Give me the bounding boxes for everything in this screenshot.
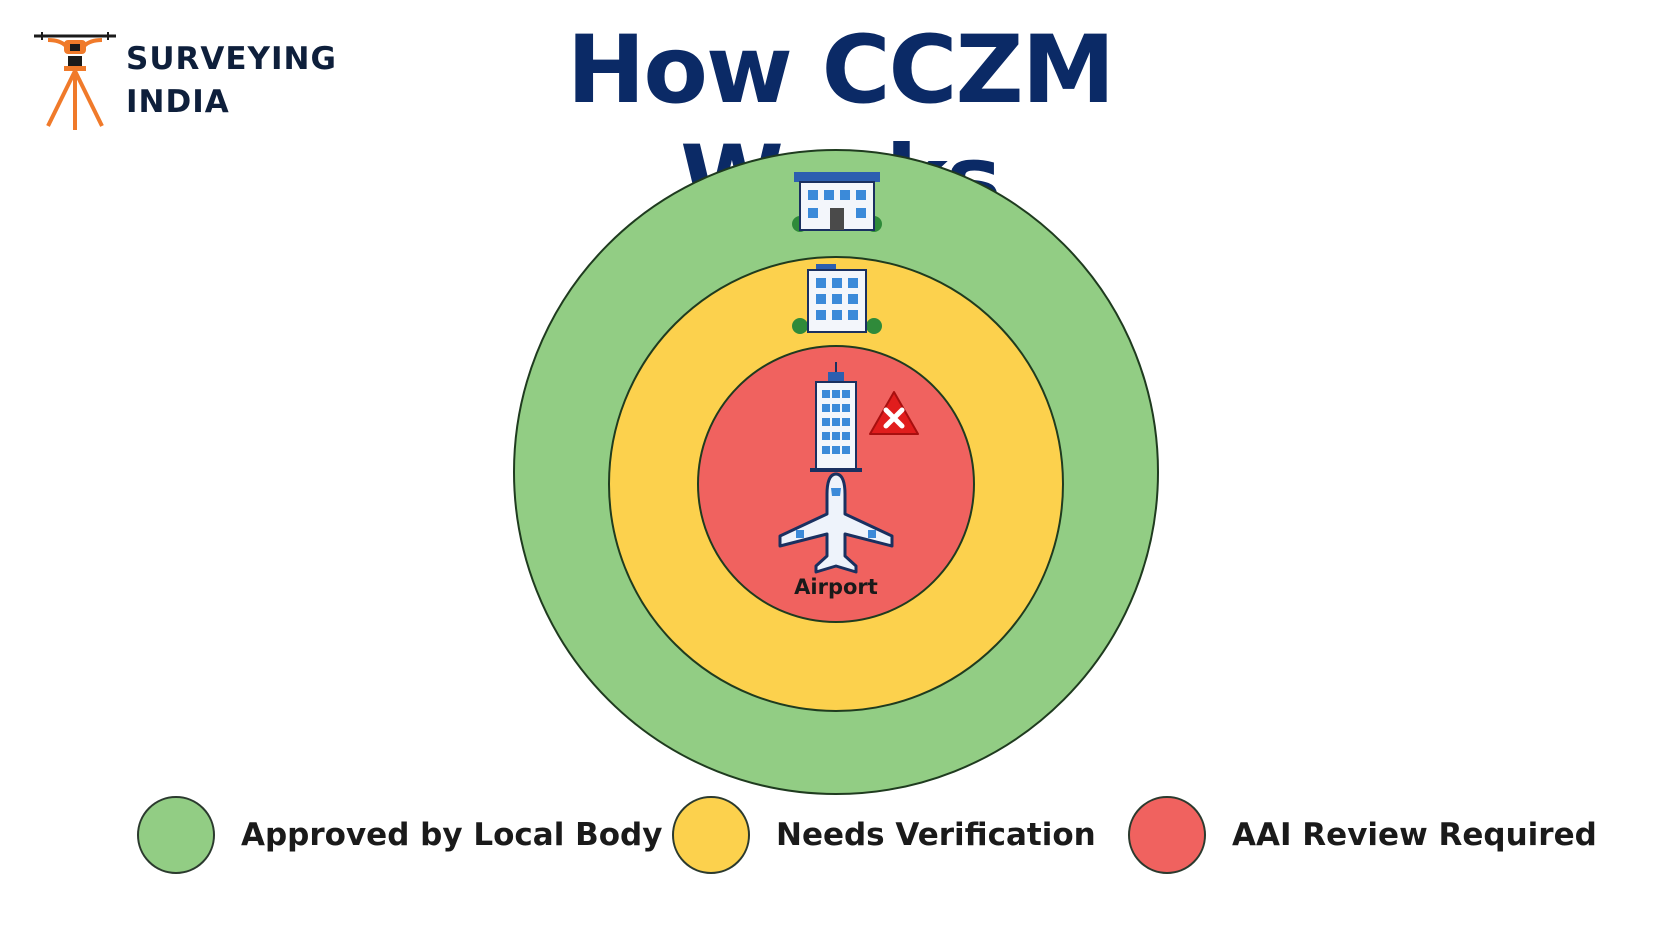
brand-line-1: SURVEYING (126, 41, 337, 77)
legend-label-approved: Approved by Local Body (241, 817, 663, 853)
legend-label-verification: Needs Verification (776, 817, 1096, 853)
mid-rise-building-icon (792, 264, 882, 334)
high-rise-building-icon (810, 362, 862, 472)
legend-item-verification: Needs Verification (672, 796, 1096, 874)
brand-name: SURVEYING INDIA (126, 38, 337, 124)
airport-label: Airport (794, 575, 878, 599)
low-rise-building-icon (792, 172, 882, 232)
legend-swatch-yellow (672, 796, 750, 874)
airplane-icon (778, 472, 894, 574)
drone-tripod-logo-icon (34, 32, 116, 130)
brand-logo: SURVEYING INDIA (30, 30, 340, 140)
legend-swatch-red (1128, 796, 1206, 874)
legend-label-aai-review: AAI Review Required (1232, 817, 1597, 853)
legend-item-approved: Approved by Local Body (137, 796, 662, 874)
legend-item-aai-review: AAI Review Required (1128, 796, 1597, 874)
brand-line-2: INDIA (126, 84, 230, 120)
red-x-warning-icon (869, 391, 919, 435)
legend-swatch-green (137, 796, 215, 874)
